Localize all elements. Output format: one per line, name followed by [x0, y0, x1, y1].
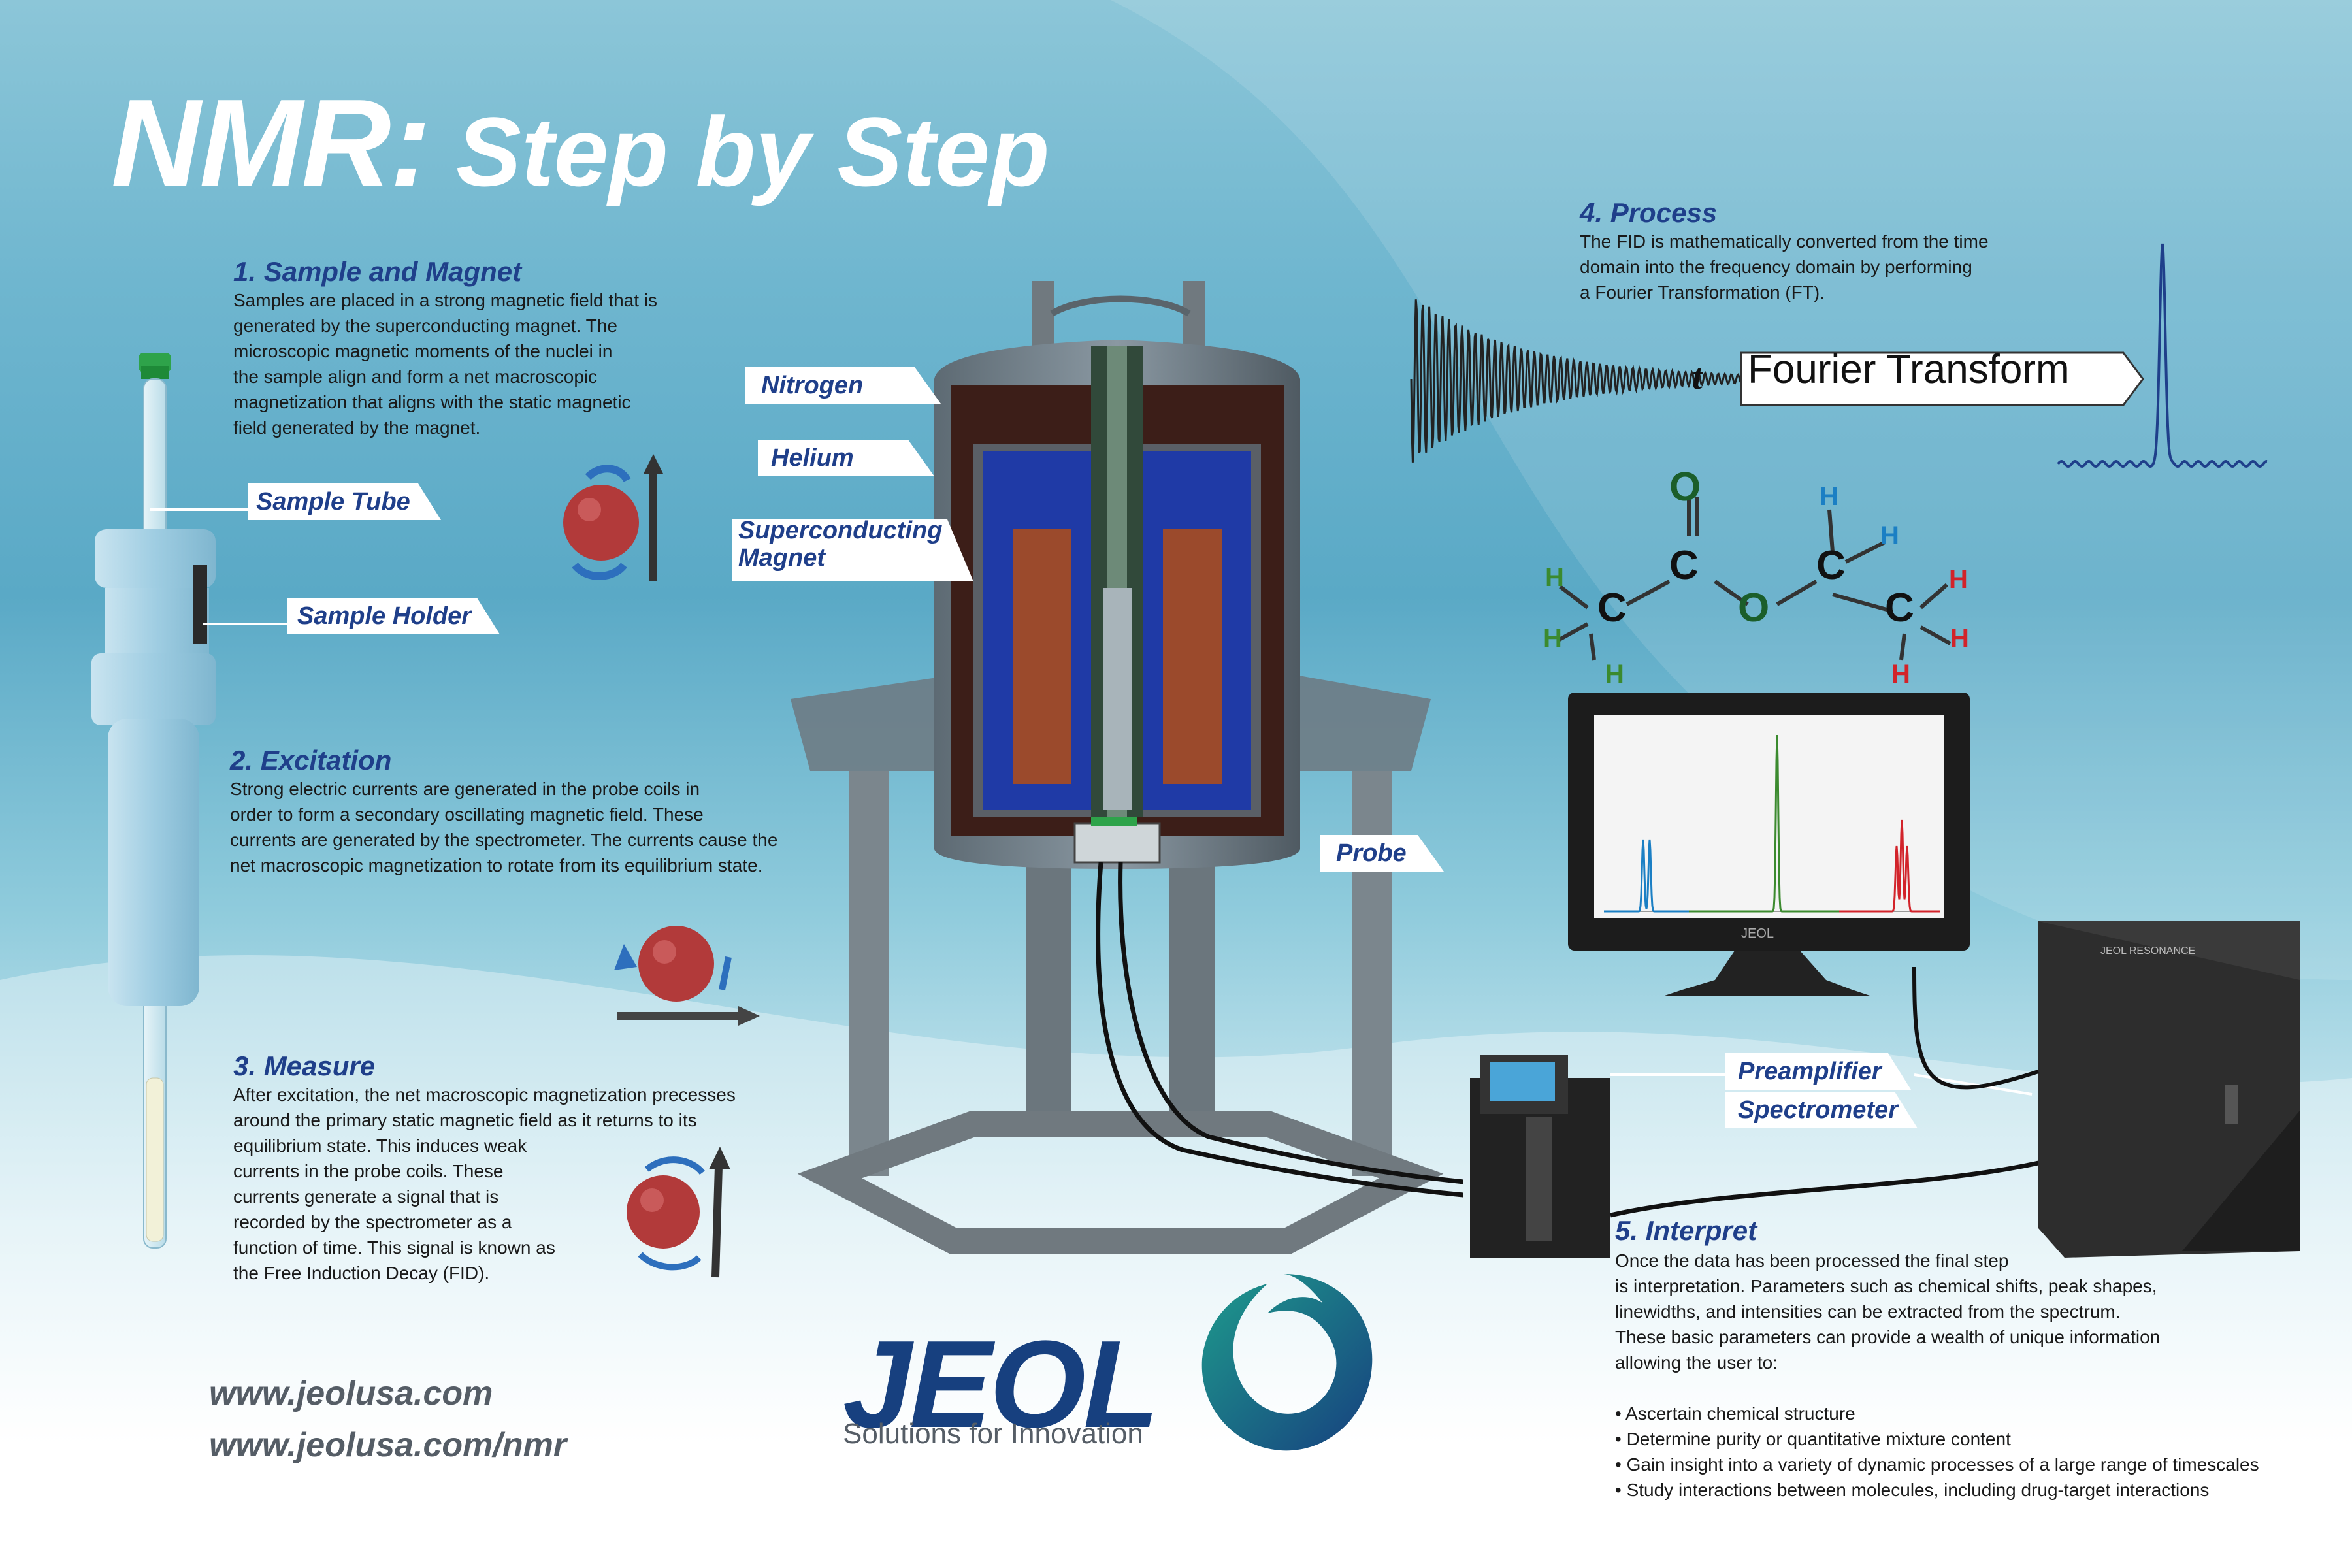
monitor-brand: JEOL — [1741, 926, 1774, 941]
url-link[interactable]: www.jeolusa.com — [209, 1375, 493, 1413]
bullet-item: • Determine purity or quantitative mixtu… — [1615, 1429, 2011, 1449]
step2-line: currents are generated by the spectromet… — [230, 830, 778, 850]
time-symbol: t — [1692, 357, 1703, 397]
step5-text: Once the data has been processed the fin… — [1615, 1248, 2334, 1503]
label-sample-holder: Sample Holder — [297, 602, 472, 630]
molecule-bonds — [1557, 497, 1952, 661]
ft-arrow — [1740, 351, 2144, 406]
label-sample-tube: Sample Tube — [256, 488, 410, 515]
step2-line: Strong electric currents are generated i… — [230, 779, 700, 799]
step3-heading: 3. Measure — [233, 1051, 376, 1081]
sample-tube-illustration — [91, 353, 216, 1249]
step4-heading: 4. Process — [1580, 197, 1718, 228]
step5-line: linewidths, and intensities can be extra… — [1615, 1301, 2121, 1322]
jeol-swirl-logo-icon — [1201, 1274, 1373, 1451]
step5-bullets: • Ascertain chemical structure • Determi… — [1615, 1401, 2334, 1503]
spacer — [1615, 1375, 2334, 1401]
spin-aligned-icon — [563, 454, 663, 581]
label-magnet: Magnet — [738, 544, 825, 572]
label-plate-sample-holder — [287, 598, 500, 634]
label-preamplifier: Preamplifier — [1738, 1058, 1882, 1085]
atom-h-green: H — [1543, 624, 1562, 653]
step4-line: The FID is mathematically converted from… — [1580, 231, 1989, 252]
label-plate-sample-tube — [248, 483, 441, 520]
step5-line: These basic parameters can provide a wea… — [1615, 1327, 2161, 1347]
cabinet-brand: JEOL RESONANCE — [2100, 945, 2196, 956]
label-plate-spectrometer — [1725, 1092, 1918, 1128]
step3-text: After excitation, the net macroscopic ma… — [233, 1082, 795, 1286]
label-nitrogen: Nitrogen — [761, 372, 864, 399]
label-plate-magnet — [732, 519, 973, 581]
label-helium: Helium — [771, 444, 854, 472]
label-plate-preamplifier — [1725, 1053, 1911, 1090]
step1-line: field generated by the magnet. — [233, 417, 481, 438]
step4-line: domain into the frequency domain by perf… — [1580, 257, 1972, 277]
fourier-transform-label: Fourier Transform — [1748, 347, 2070, 392]
label-superconducting: Superconducting — [738, 517, 943, 544]
step3-line: currents in the probe coils. These — [233, 1161, 504, 1181]
step3-line: equilibrium state. This induces weak — [233, 1135, 527, 1156]
atom-c-methyl-left: C — [1597, 585, 1627, 630]
label-spectrometer: Spectrometer — [1738, 1096, 1898, 1124]
spectrum-peak — [2057, 243, 2268, 468]
step3-line: around the primary static magnetic field… — [233, 1110, 697, 1130]
atom-c-methyl-right: C — [1885, 585, 1914, 630]
step5-line: Once the data has been processed the fin… — [1615, 1250, 2009, 1271]
atom-h-red: H — [1950, 624, 1969, 653]
magnet-cutaway-illustration — [791, 281, 1463, 1254]
step3-line: recorded by the spectrometer as a — [233, 1212, 512, 1232]
step5-line: allowing the user to: — [1615, 1352, 1778, 1373]
tube-callout-lines — [150, 508, 287, 625]
step1-line: the sample align and form a net macrosco… — [233, 367, 598, 387]
step1-text: Samples are placed in a strong magnetic … — [233, 287, 730, 440]
step4-text: The FID is mathematically converted from… — [1580, 229, 2089, 305]
title-main: NMR: — [111, 74, 431, 212]
title-sub: Step by Step — [455, 97, 1050, 206]
bullet-item: • Gain insight into a variety of dynamic… — [1615, 1454, 2259, 1475]
step1-line: microscopic magnetic moments of the nucl… — [233, 341, 613, 361]
step3-line: the Free Induction Decay (FID). — [233, 1263, 490, 1283]
atom-h-red: H — [1949, 565, 1968, 594]
label-plate-helium — [758, 440, 934, 476]
label-plate-probe — [1320, 835, 1444, 872]
step1-line: Samples are placed in a strong magnetic … — [233, 290, 658, 310]
label-probe: Probe — [1336, 840, 1407, 867]
fourier-transform-diagram — [1410, 243, 2268, 468]
jeol-wordmark: JEOL — [843, 1315, 1159, 1454]
atom-h-blue: H — [1880, 521, 1899, 550]
atom-o-ester: O — [1738, 585, 1770, 630]
atom-c-carbonyl: C — [1669, 543, 1699, 588]
fid-signal — [1410, 299, 1742, 463]
step4-line: a Fourier Transformation (FT). — [1580, 282, 1825, 302]
step2-line: order to form a secondary oscillating ma… — [230, 804, 704, 825]
jeol-tagline: Solutions for Innovation — [843, 1418, 1143, 1450]
step3-line: After excitation, the net macroscopic ma… — [233, 1085, 736, 1105]
step1-heading: 1. Sample and Magnet — [233, 256, 522, 287]
spin-excited-icon — [614, 926, 760, 1026]
atom-c-ch2: C — [1816, 543, 1846, 588]
hardware-illustration — [1470, 921, 2300, 1258]
bullet-item: • Study interactions between molecules, … — [1615, 1480, 2210, 1500]
monitor-illustration — [1568, 693, 1970, 996]
atom-h-red: H — [1891, 660, 1910, 689]
bullet-item: • Ascertain chemical structure — [1615, 1403, 1855, 1424]
atom-o-carbonyl: O — [1669, 465, 1701, 510]
step2-line: net macroscopic magnetization to rotate … — [230, 855, 763, 875]
atom-h-green: H — [1605, 660, 1624, 689]
page-title: NMR:Step by Step — [111, 72, 1049, 214]
spin-precession-icon — [627, 1147, 730, 1278]
step2-heading: 2. Excitation — [230, 745, 392, 776]
atom-h-blue: H — [1820, 482, 1838, 511]
step1-line: generated by the superconducting magnet.… — [233, 316, 617, 336]
step5-heading: 5. Interpret — [1615, 1215, 1757, 1246]
url-link[interactable]: www.jeolusa.com/nmr — [209, 1426, 567, 1464]
atom-h-green: H — [1545, 563, 1564, 592]
step3-line: function of time. This signal is known a… — [233, 1237, 555, 1258]
label-plate-nitrogen — [745, 367, 941, 404]
step1-line: magnetization that aligns with the stati… — [233, 392, 631, 412]
step5-line: is interpretation. Parameters such as ch… — [1615, 1276, 2157, 1296]
step2-text: Strong electric currents are generated i… — [230, 776, 844, 878]
step3-line: currents generate a signal that is — [233, 1186, 499, 1207]
